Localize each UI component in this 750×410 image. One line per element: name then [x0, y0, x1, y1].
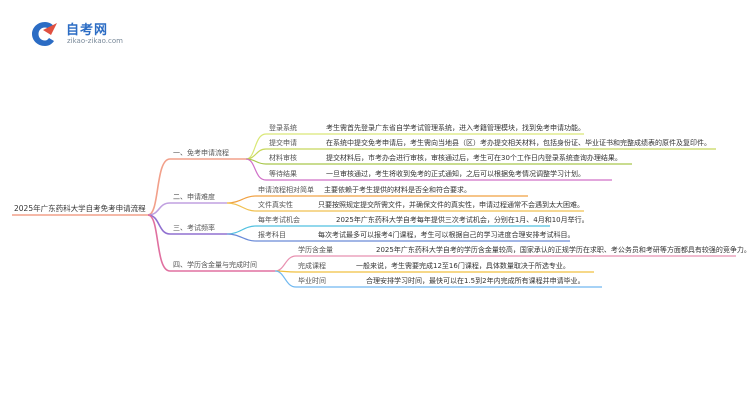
branch-item-text: 每次考试最多可以报考4门课程，考生可以根据自己的学习进度合理安排考试科目。	[318, 231, 575, 239]
branch-item-text: 提交材料后，市考办会进行审核，审核通过后，考生可在30个工作日内登录系统查询办理…	[326, 154, 622, 162]
branch-item-label: 报考科目	[258, 231, 286, 239]
branch-item-label: 每年考试机会	[258, 216, 300, 224]
logo-subtitle: zikao-zikao.com	[67, 37, 123, 45]
branch-label: 四、学历含金量与完成时间	[173, 261, 257, 269]
branch-item-label: 登录系统	[269, 124, 297, 132]
branch-label: 二、申请难度	[173, 193, 215, 201]
branch-item-text: 一般来说，考生需要完成12至16门课程，具体数量取决于所选专业。	[356, 262, 570, 270]
branch-item-label: 申请流程相对简单	[258, 186, 314, 194]
branch-item-text: 2025年广东药科大学自考的学历含金量较高，国家承认的正规学历在求职、考公务员和…	[376, 246, 750, 254]
logo-title: 自考网	[66, 23, 109, 38]
branch-item-label: 完成课程	[298, 262, 326, 270]
branch-item-text: 一旦审核通过，考生将收到免考的正式通知，之后可以根据免考情况调整学习计划。	[326, 170, 585, 178]
branch-item-label: 毕业时间	[298, 277, 326, 285]
branch-item-text: 主要依赖于考生提供的材料是否全和符合要求。	[324, 186, 471, 194]
branch-item-text: 只要按照规定提交所需文件，并确保文件的真实性，申请过程通常不会遇到太大困难。	[318, 201, 584, 209]
branch-item-label: 提交申请	[269, 139, 297, 147]
branch-item-label: 文件真实性	[258, 201, 293, 209]
branch-item-label: 学历含金量	[298, 246, 333, 254]
connector-root-branch-1	[147, 158, 171, 216]
mindmap-root: 2025年广东药科大学自考免考申请流程	[14, 204, 146, 213]
branch-label: 一、免考申请流程	[173, 149, 229, 157]
branch-item-text: 2025年广东药科大学自考每年提供三次考试机会，分别在1月、4月和10月举行。	[336, 216, 589, 224]
connector-root-branch-4	[147, 214, 171, 272]
branch-item-label: 材料审核	[269, 154, 297, 162]
branch-item-text: 考生需首先登录广东省自学考试管理系统，进入考籍管理模块，找到免考申请功能。	[326, 124, 585, 132]
logo-mark-icon	[32, 22, 57, 46]
branch-item-text: 合理安排学习时间，最快可以在1.5到2年内完成所有课程并申请毕业。	[366, 277, 585, 285]
site-logo[interactable]: 自考网 zikao-zikao.com	[30, 18, 150, 50]
branch-item-text: 在系统中提交免考申请后，考生需向当地县（区）考办提交相关材料，包括身份证、毕业证…	[326, 139, 711, 147]
branch-item-label: 等待结果	[269, 170, 297, 178]
branch-label: 三、考试频率	[173, 224, 215, 232]
